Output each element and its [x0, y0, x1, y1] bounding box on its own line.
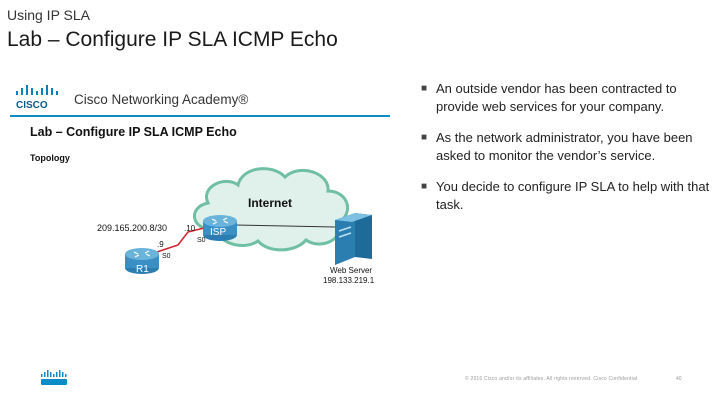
serial-link: [147, 226, 209, 256]
header-divider: [10, 115, 390, 117]
web-server-label: Web Server: [330, 266, 372, 275]
r1-host-octet: .9: [157, 240, 164, 249]
r1-label: R1: [136, 264, 149, 275]
cisco-footer-logo-icon: [41, 370, 67, 385]
copyright-notice: © 2016 Cisco and/or its affiliates. All …: [465, 376, 638, 382]
isp-to-server-link: [234, 224, 336, 228]
academy-name: Cisco Networking Academy®: [74, 92, 249, 107]
bullet-item: ■ As the network administrator, you have…: [421, 129, 711, 165]
slide-title: Lab – Configure IP SLA ICMP Echo: [7, 28, 338, 51]
cisco-logo-text: CISCO: [16, 100, 48, 111]
r1-interface-label: S0: [162, 253, 171, 260]
web-server-ip: 198.133.219.1: [323, 276, 375, 285]
topology-label: Topology: [30, 153, 70, 163]
bullet-item: ■ You decide to configure IP SLA to help…: [421, 178, 711, 214]
isp-host-octet: .10: [184, 224, 196, 233]
r1-router-icon: [125, 248, 159, 274]
bullet-marker-icon: ■: [421, 181, 428, 192]
lab-screenshot: CISCO Cisco Networking Academy® Lab – Co…: [10, 75, 390, 290]
lab-title: Lab – Configure IP SLA ICMP Echo: [30, 125, 237, 139]
bullet-list: ■ An outside vendor has been contracted …: [421, 80, 711, 227]
bullet-text: As the network administrator, you have b…: [436, 130, 693, 163]
isp-label: ISP: [210, 227, 226, 238]
bullet-marker-icon: ■: [421, 83, 428, 94]
network-topology-diagram: Internet ISP R1 209.165.200.8/30 .10 S0: [97, 167, 375, 285]
bullet-text: You decide to configure IP SLA to help w…: [436, 179, 710, 212]
bullet-text: An outside vendor has been contracted to…: [436, 81, 677, 114]
section-title: Using IP SLA: [7, 7, 91, 23]
cisco-logo-icon: CISCO: [16, 85, 58, 111]
bullet-marker-icon: ■: [421, 132, 428, 143]
bullet-item: ■ An outside vendor has been contracted …: [421, 80, 711, 116]
isp-interface-label: S0: [197, 237, 206, 244]
isp-network-address: 209.165.200.8/30: [97, 223, 167, 233]
internet-label: Internet: [248, 196, 292, 210]
isp-router-icon: [203, 215, 237, 241]
web-server-icon: [335, 213, 372, 265]
page-number: 40: [676, 376, 682, 382]
